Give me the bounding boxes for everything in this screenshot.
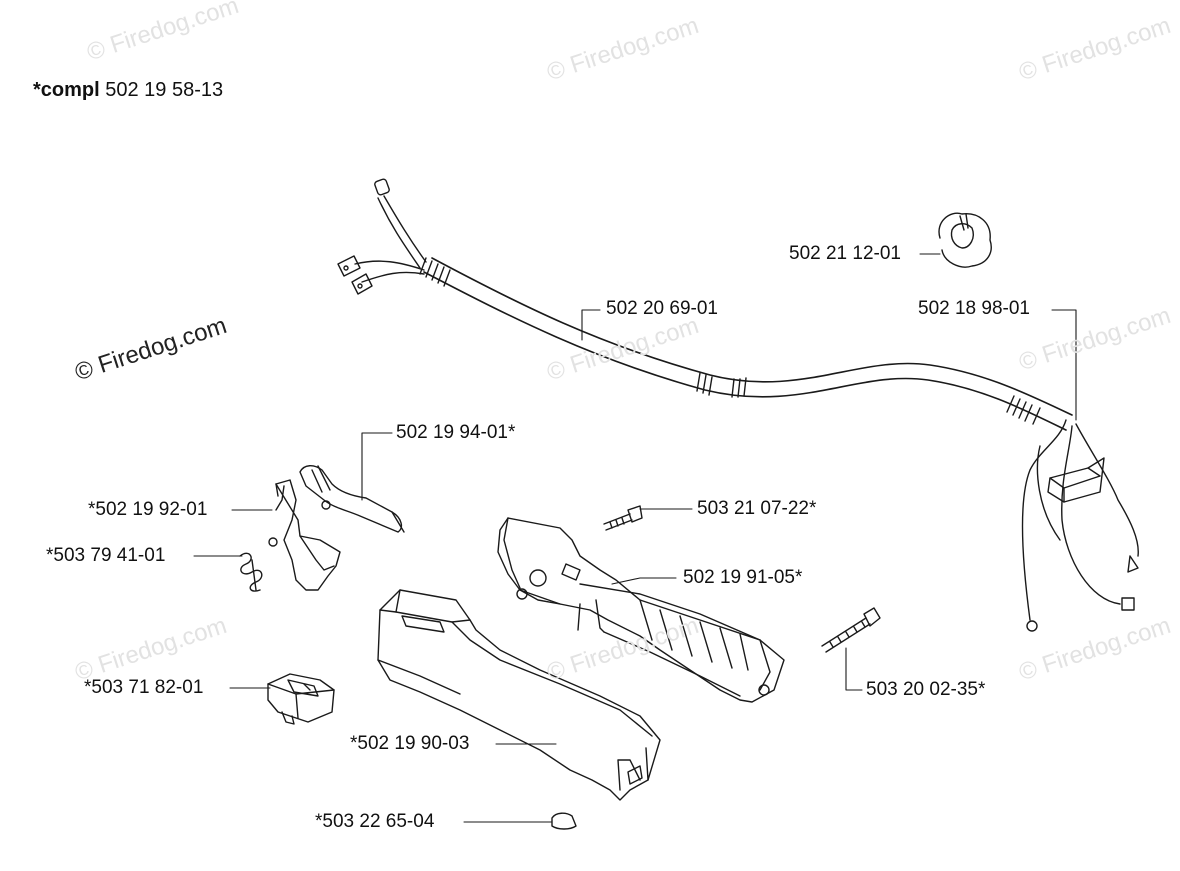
screw-long: [821, 607, 881, 653]
coil-spring: [239, 552, 263, 592]
throttle-cable: [337, 178, 1073, 431]
part-label-wire-harness: 502 18 98-01: [918, 298, 1030, 319]
throttle-lockout: [268, 479, 341, 591]
stop-switch: [267, 673, 335, 725]
assembly-prefix: *compl: [33, 79, 100, 101]
part-label-plug: *503 22 65-04: [315, 811, 435, 832]
part-label-spring: *503 79 41-01: [46, 545, 166, 566]
part-label-clamp: 502 21 12-01: [789, 243, 901, 264]
part-label-cable: 502 20 69-01: [606, 298, 718, 319]
leader-lines: [193, 253, 1077, 823]
cable-clamp: [938, 212, 992, 268]
rubber-plug: [551, 812, 577, 830]
screw-short: [603, 505, 643, 531]
part-label-lockout: *502 19 92-01: [88, 499, 208, 520]
throttle-lever: [299, 465, 405, 533]
part-label-throttle-lever: 502 19 94-01*: [396, 422, 516, 443]
assembly-header: *compl 502 19 58-13: [33, 78, 223, 102]
part-label-handle-half: 502 19 91-05*: [683, 567, 803, 588]
part-label-screw-short: 503 21 07-22*: [697, 498, 817, 519]
handle-half: [497, 517, 785, 703]
wire-harness: [1021, 419, 1139, 632]
part-label-handle-cover: *502 19 90-03: [350, 733, 470, 754]
part-label-switch: *503 71 82-01: [84, 677, 204, 698]
handle-cover: [377, 589, 661, 801]
assembly-part-number: 502 19 58-13: [105, 79, 224, 101]
part-label-screw-long: 503 20 02-35*: [866, 679, 986, 700]
